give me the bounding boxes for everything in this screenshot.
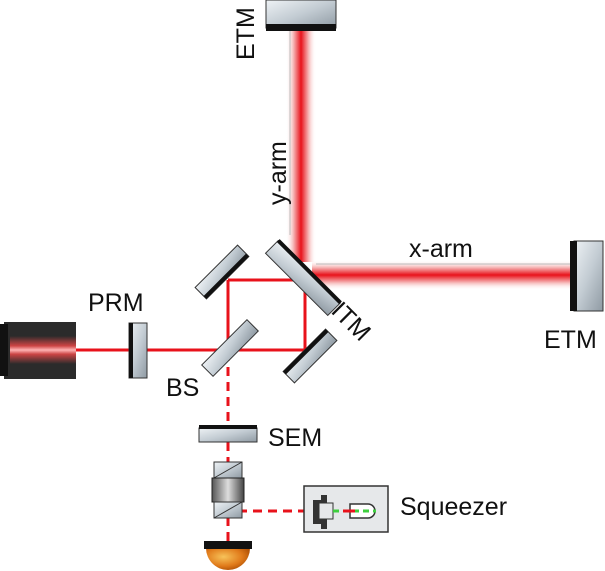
etm-top-label: ETM <box>232 7 260 60</box>
steering-mirror-lower <box>282 328 338 384</box>
squeezer-label: Squeezer <box>400 493 507 521</box>
etm-right-label: ETM <box>544 326 597 354</box>
steering-mirror-upper <box>194 244 250 300</box>
beam-splitter <box>201 319 259 377</box>
x-arm-beam <box>312 260 574 290</box>
prm-mirror <box>128 322 148 379</box>
sem-label: SEM <box>268 424 322 452</box>
etm-top-mirror <box>265 0 337 31</box>
faraday-isolator <box>211 461 245 519</box>
bs-label: BS <box>166 374 199 402</box>
squeezer-source <box>303 485 389 533</box>
itm-mirror <box>264 239 342 317</box>
dashed-beams <box>226 352 312 545</box>
sem-mirror <box>198 425 258 443</box>
prm-label: PRM <box>88 289 144 317</box>
y-arm-beam <box>286 28 316 262</box>
etm-right-mirror <box>570 240 604 312</box>
laser-source <box>0 322 76 379</box>
y-arm-label: y-arm <box>264 141 292 205</box>
photodetector <box>204 541 252 570</box>
x-arm-label: x-arm <box>409 235 473 263</box>
